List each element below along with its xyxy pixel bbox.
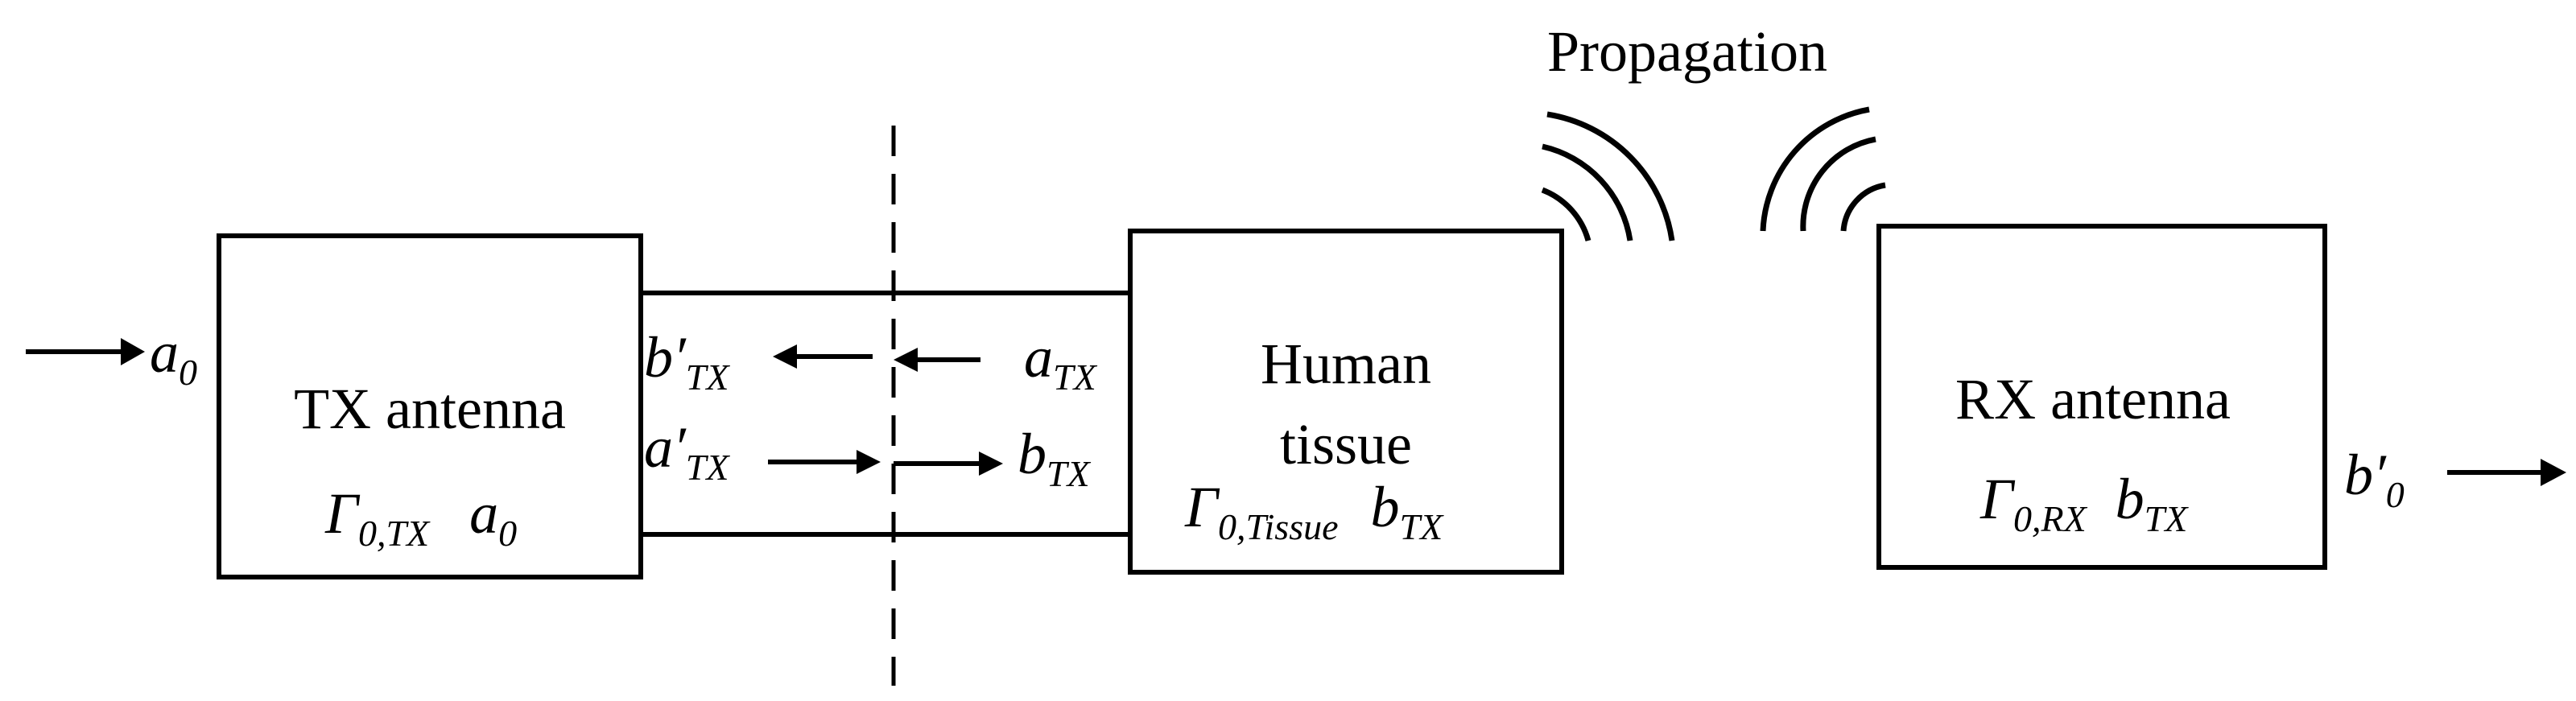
arrow-b-tx-right-head [979,452,1003,476]
propagation-wave-tx-medium [1542,143,1633,241]
propagation-wave-tx-small [1541,187,1591,241]
human-tissue-title-line2: tissue [1280,412,1412,476]
arrow-a-prime-tx-right-head [857,450,881,474]
tx-antenna-title: TX antenna [294,377,566,441]
rx-antenna-block [1876,224,2327,570]
output-signal-label: b′0 [2344,443,2405,515]
arrow-b-prime-tx-left-head [773,344,797,369]
b-tx-label: bTX [1018,422,1092,494]
a-prime-tx-label: a′TX [644,415,730,488]
propagation-wave-rx-medium [1800,136,1876,232]
human-tissue-title-line1: Human [1261,332,1431,396]
arrow-a-tx-left-head [894,348,918,372]
input-arrow-head [121,338,145,365]
rx-antenna-title: RX antenna [1955,367,2231,431]
a-tx-label: aTX [1024,325,1098,398]
propagation-wave-tx-large [1546,111,1675,241]
b-prime-tx-label: b′TX [644,325,730,398]
propagation-label: Propagation [1547,19,1827,84]
human-tissue-block [1128,229,1564,575]
input-signal-label: a0 [150,320,197,393]
propagation-wave-rx-large [1760,106,1870,232]
output-arrow-head [2541,459,2566,486]
tx-antenna-block [217,233,643,579]
propagation-wave-rx-small [1840,182,1886,232]
